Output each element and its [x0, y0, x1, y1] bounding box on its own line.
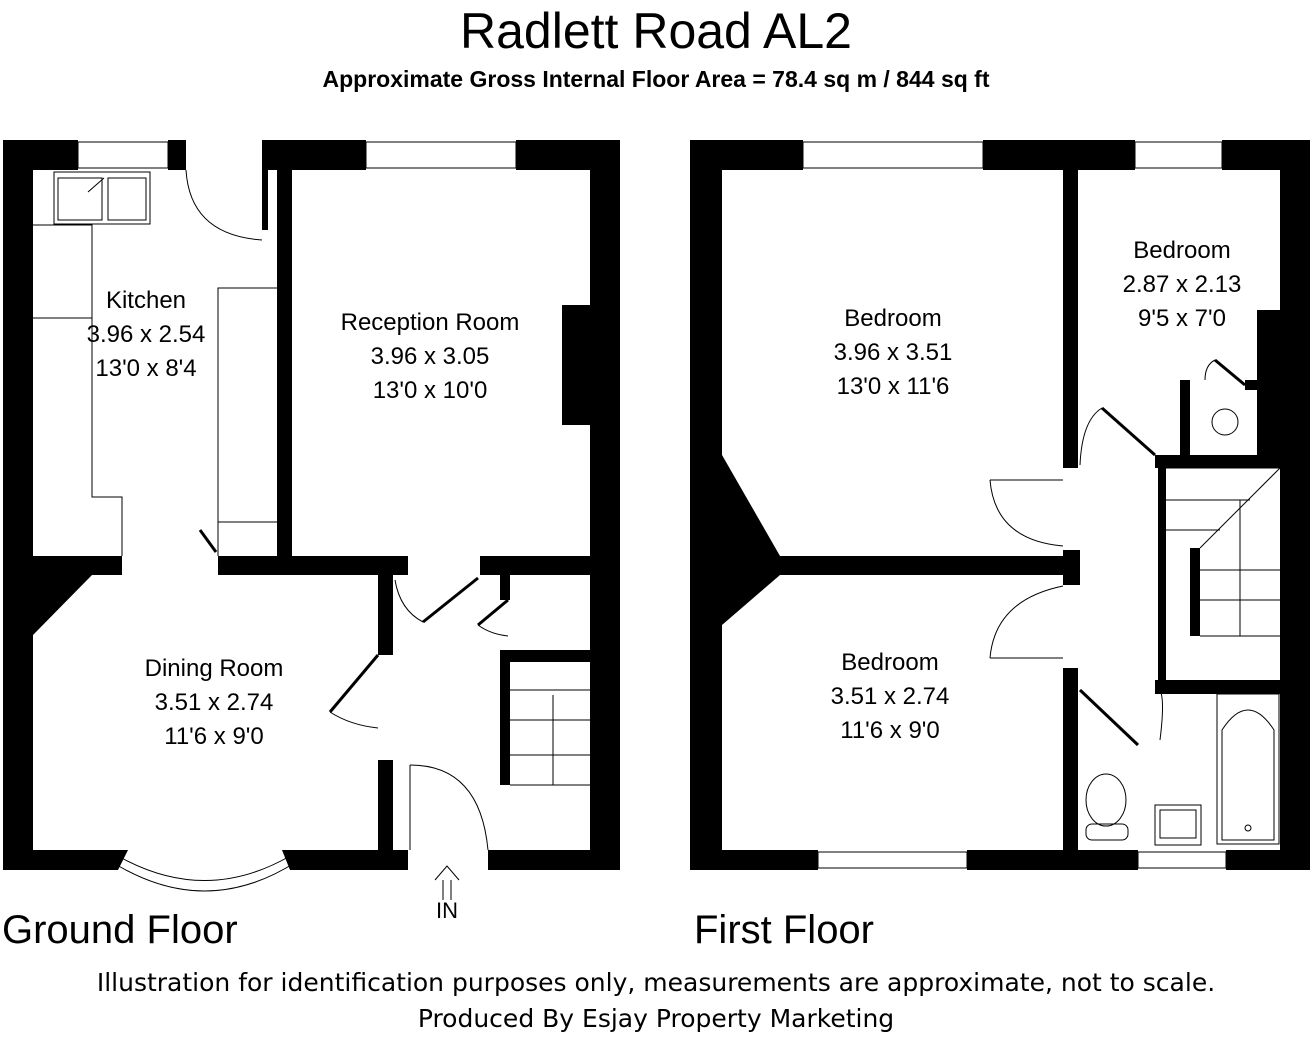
window — [77, 141, 169, 169]
room-metric: 3.51 x 2.74 — [155, 689, 274, 716]
wall — [690, 140, 722, 870]
room-metric: 3.96 x 3.51 — [834, 339, 953, 366]
wall — [262, 140, 366, 170]
room-imperial: 11'6 x 9'0 — [164, 723, 263, 750]
room-name: Dining Room — [145, 655, 284, 682]
wall — [780, 556, 1070, 575]
window — [802, 141, 984, 169]
kitchen-sink-icon — [53, 171, 151, 225]
wall — [480, 556, 590, 575]
stairs — [1166, 467, 1281, 637]
stairs — [510, 689, 590, 786]
window — [1134, 141, 1223, 169]
bay-window — [111, 855, 297, 892]
room-imperial: 13'0 x 10'0 — [373, 377, 488, 404]
window — [365, 141, 517, 169]
ground-floor-fixtures — [33, 141, 590, 900]
wall — [488, 850, 620, 870]
wall — [168, 140, 186, 170]
worktop — [33, 224, 93, 319]
wall — [1180, 380, 1190, 468]
wall — [3, 140, 33, 870]
room-name: Bedroom — [841, 649, 938, 676]
wall — [3, 850, 113, 870]
credit-text: Produced By Esjay Property Marketing — [417, 1004, 895, 1033]
wall — [1226, 850, 1310, 870]
wall — [983, 140, 1135, 170]
room-metric: 3.96 x 2.54 — [87, 321, 206, 348]
room-name: Bedroom — [1133, 237, 1230, 264]
worktop — [217, 287, 277, 556]
basin-icon — [1154, 804, 1202, 846]
ground-floor-plan — [3, 140, 620, 870]
wall — [296, 850, 408, 870]
wall — [1158, 468, 1166, 690]
wall — [3, 140, 78, 170]
wall — [1190, 548, 1200, 636]
entrance-arrow-icon — [434, 865, 460, 900]
entrance-label: IN — [436, 898, 458, 923]
room-name: Kitchen — [106, 287, 186, 314]
wall — [500, 575, 510, 600]
worktop — [91, 318, 123, 556]
disclaimer-text: Illustration for identification purposes… — [96, 968, 1216, 997]
wall — [33, 556, 122, 575]
wall — [562, 305, 590, 425]
room-imperial: 9'5 x 7'0 — [1138, 305, 1226, 332]
door-swing — [185, 169, 263, 241]
floor-area-subtitle: Approximate Gross Internal Floor Area = … — [322, 66, 990, 92]
wall — [500, 650, 590, 662]
wall — [690, 850, 818, 870]
door-swing — [394, 579, 424, 623]
bath-icon — [1216, 693, 1280, 845]
first-floor-label: First Floor — [694, 908, 874, 952]
chimney-breast — [722, 455, 780, 625]
wall — [1257, 310, 1280, 468]
chimney-breast — [33, 575, 92, 635]
room-imperial: 13'0 x 8'4 — [95, 355, 196, 382]
window — [817, 851, 968, 869]
wall — [967, 850, 1138, 870]
room-name: Reception Room — [341, 309, 520, 336]
ground-floor-label: Ground Floor — [2, 908, 238, 952]
wall — [262, 170, 268, 230]
door-swing — [989, 479, 1064, 547]
wall — [378, 575, 393, 655]
wall — [1155, 680, 1280, 694]
wall — [378, 760, 393, 852]
room-name: Bedroom — [844, 305, 941, 332]
first-floor-plan — [690, 140, 1310, 870]
wall — [218, 556, 408, 575]
wall — [690, 140, 803, 170]
room-metric: 2.87 x 2.13 — [1123, 271, 1242, 298]
toilet-icon — [1085, 773, 1129, 841]
door-swing — [989, 585, 1064, 659]
wall — [1245, 380, 1257, 390]
wall — [500, 650, 510, 785]
wall — [1063, 668, 1078, 852]
room-metric: 3.96 x 3.05 — [371, 343, 490, 370]
wall — [590, 140, 620, 870]
wall — [1280, 140, 1310, 870]
entrance-door-swing — [409, 764, 489, 851]
room-imperial: 11'6 x 9'0 — [840, 717, 939, 744]
plan-title: Radlett Road AL2 — [460, 3, 852, 59]
wall — [1063, 170, 1078, 468]
boiler-icon — [1211, 408, 1239, 436]
window — [1137, 851, 1227, 869]
room-imperial: 13'0 x 11'6 — [837, 373, 950, 400]
wall — [277, 170, 292, 560]
room-metric: 3.51 x 2.74 — [831, 683, 950, 710]
bay-jamb — [282, 850, 296, 870]
first-floor-fixtures — [802, 141, 1281, 869]
